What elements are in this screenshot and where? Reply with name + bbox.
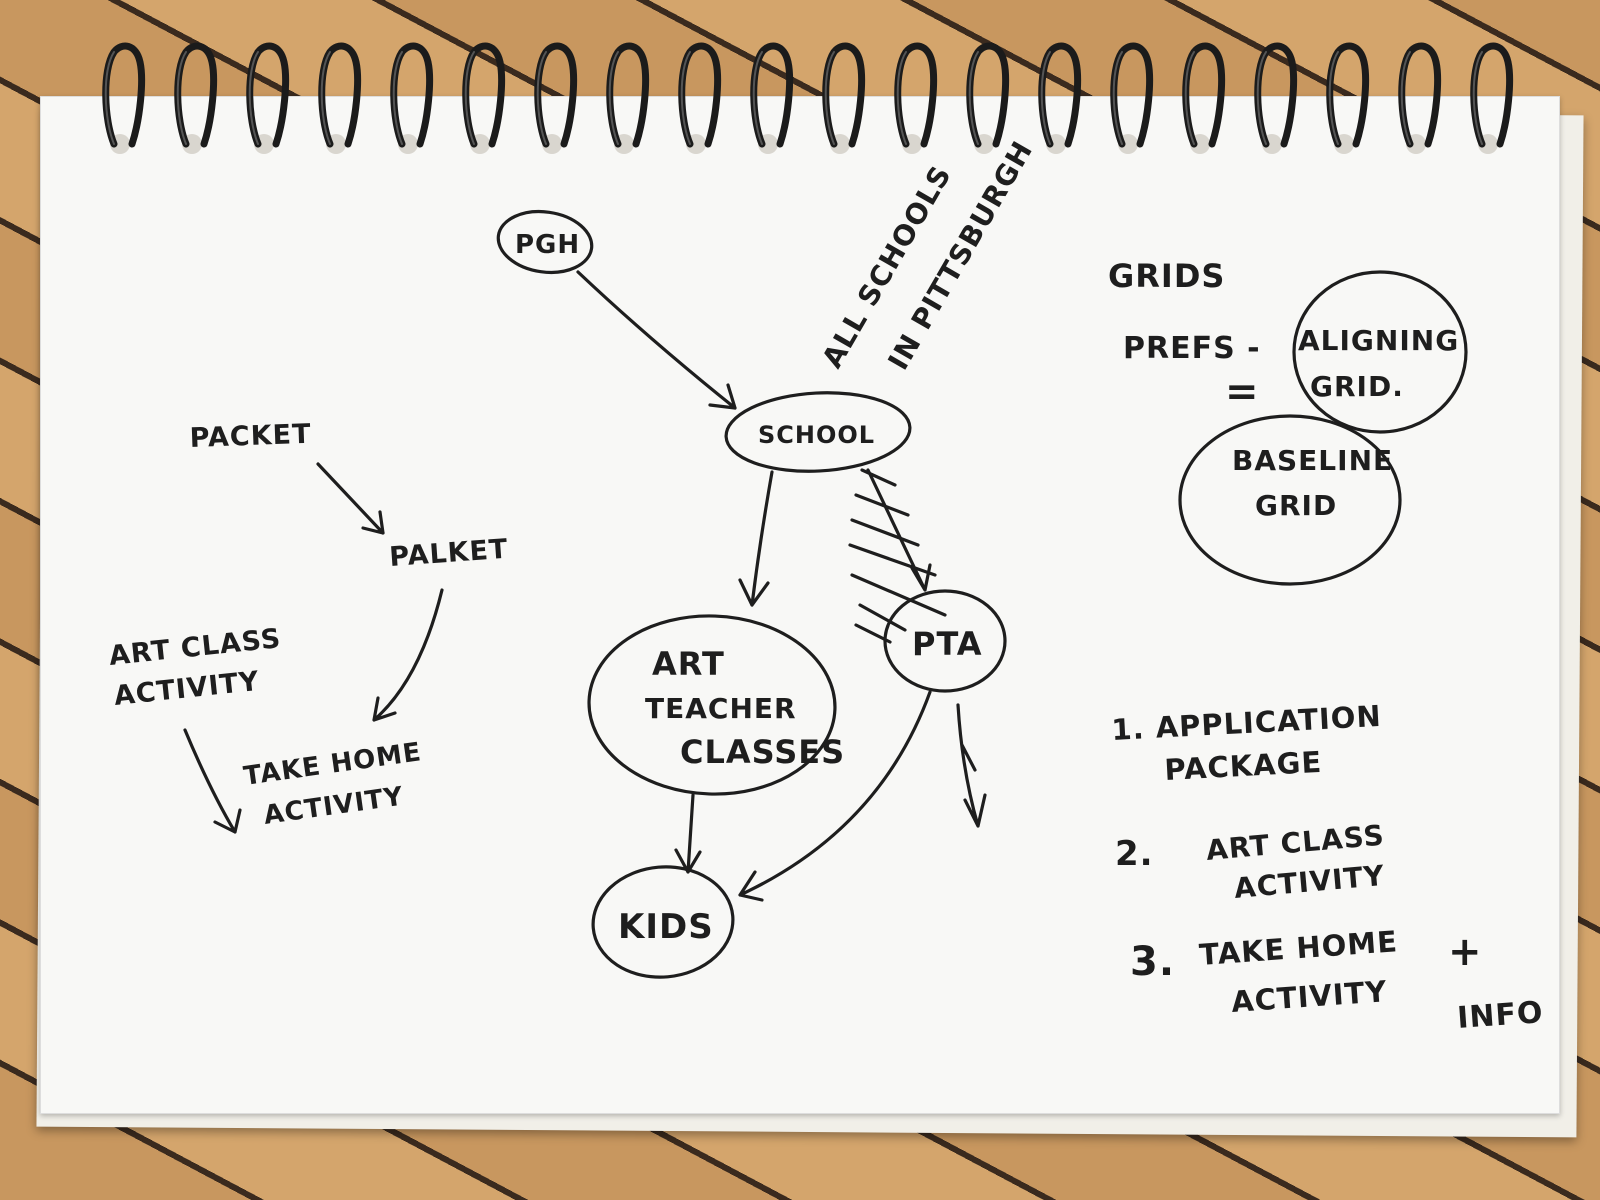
arrow-packet-to-palket bbox=[316, 462, 385, 535]
label-equals: = bbox=[1225, 369, 1260, 415]
list-info: INFO bbox=[1456, 995, 1544, 1036]
label-art-class: ART CLASS bbox=[107, 623, 282, 672]
arrow-pgh-to-school bbox=[576, 270, 737, 410]
notebook-page bbox=[40, 96, 1560, 1114]
label-take-home-activity: ACTIVITY bbox=[262, 782, 406, 831]
list-item-1-line-1: 1. APPLICATION bbox=[1111, 699, 1383, 747]
label-kids: KIDS bbox=[618, 907, 714, 947]
arrow-palket-to-take-home bbox=[372, 588, 444, 722]
node-pgh bbox=[496, 209, 594, 275]
label-prefs: PREFS - bbox=[1123, 331, 1261, 366]
label-aligning-grid: GRID. bbox=[1310, 370, 1404, 403]
list-item-3-number: 3. bbox=[1130, 939, 1175, 985]
node-school bbox=[724, 391, 912, 473]
label-aligning: ALIGNING bbox=[1298, 324, 1459, 357]
arrow-art-class-to-take-home bbox=[183, 728, 242, 834]
label-baseline: BASELINE bbox=[1232, 444, 1393, 477]
list-item-3-line-2: ACTIVITY bbox=[1230, 974, 1388, 1019]
list-item-2-line-1: ART CLASS bbox=[1205, 819, 1386, 867]
node-kids bbox=[591, 865, 735, 979]
list-item-2-line-2: ACTIVITY bbox=[1233, 859, 1387, 905]
label-baseline-grid: GRID bbox=[1255, 489, 1337, 522]
hatched-link-school-to-pta bbox=[866, 468, 932, 592]
label-art: ART bbox=[652, 645, 725, 683]
hatch-marks bbox=[848, 468, 947, 644]
label-pta: PTA bbox=[912, 625, 983, 663]
arrow-pta-to-kids bbox=[738, 690, 932, 902]
list-item-2-number: 2. bbox=[1115, 834, 1154, 874]
label-palket: PALKET bbox=[388, 534, 509, 573]
arrow-pta-down bbox=[956, 703, 987, 828]
arrow-school-to-art-teacher bbox=[738, 470, 774, 607]
arrow-art-teacher-to-kids bbox=[674, 793, 702, 874]
node-pta bbox=[883, 589, 1007, 693]
node-art-teacher-classes bbox=[587, 614, 837, 796]
list-plus-sign: + bbox=[1448, 929, 1483, 975]
list-item-3-line-1: TAKE HOME bbox=[1198, 924, 1399, 972]
label-teacher: TEACHER bbox=[645, 692, 797, 725]
circle-aligning-grid bbox=[1292, 270, 1468, 434]
label-classes: CLASSES bbox=[680, 733, 845, 771]
label-packet: PACKET bbox=[189, 419, 312, 454]
label-art-class-activity: ACTIVITY bbox=[112, 666, 261, 712]
label-school: SCHOOL bbox=[758, 421, 875, 449]
list-item-1-line-2: PACKAGE bbox=[1164, 745, 1323, 787]
label-pgh: PGH bbox=[515, 230, 580, 260]
label-grids: GRIDS bbox=[1108, 257, 1225, 295]
circle-baseline-grid bbox=[1178, 414, 1402, 586]
